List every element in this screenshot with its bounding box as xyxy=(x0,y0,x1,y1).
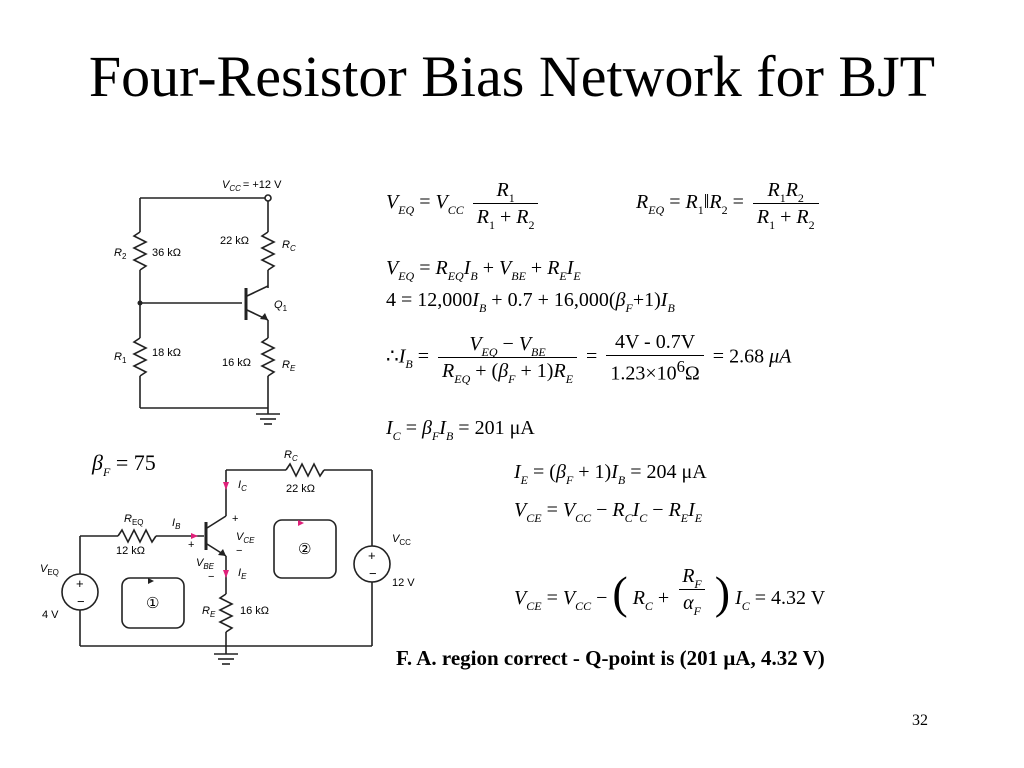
vce-label: VCE xyxy=(236,531,255,545)
ie-label: IE xyxy=(238,567,247,581)
vbe-label: VBE xyxy=(196,557,215,571)
thevenin-equivalent-schematic: + − + − RC 22 kΩ REQ 12 kΩ IB IC IE + VC… xyxy=(40,449,415,665)
loop-2-marker: ② xyxy=(298,541,311,558)
r1-value: 18 kΩ xyxy=(152,347,181,359)
equation-ib: ∴IB = VEQ − VBE REQ + (βF + 1)RE = 4V - … xyxy=(386,331,792,387)
svg-text:−: − xyxy=(208,571,214,583)
equation-veq: VEQ = VCC R1 R1 + R2 xyxy=(386,180,542,231)
re2-label: RE xyxy=(202,605,216,619)
equation-kvl: VEQ = REQIB + VBE + REIE xyxy=(386,257,581,283)
q-point-conclusion: F. A. region correct - Q-point is (201 μ… xyxy=(396,646,825,670)
rc-value: 22 kΩ xyxy=(220,235,249,247)
req-value: 12 kΩ xyxy=(116,545,145,557)
re-label: RE xyxy=(282,359,296,373)
rc2-value: 22 kΩ xyxy=(286,483,315,495)
equation-req: REQ = R1‖R2 = R1R2 R1 + R2 xyxy=(636,180,823,231)
veq-label: VEQ xyxy=(40,563,59,577)
svg-text:−: − xyxy=(236,545,242,557)
svg-text:+: + xyxy=(368,548,376,563)
veq-value: 4 V xyxy=(42,609,59,621)
svg-text:+: + xyxy=(232,513,238,525)
equation-ic: IC = βFIB = 201 μA xyxy=(386,417,535,443)
vcc2-label: VCC xyxy=(392,533,411,547)
r1-label: R1 xyxy=(114,351,127,365)
page-number: 32 xyxy=(912,712,928,729)
rc2-label: RC xyxy=(284,449,298,463)
beta-value: βF = 75 xyxy=(92,450,156,479)
re2-value: 16 kΩ xyxy=(240,605,269,617)
slide-title: Four-Resistor Bias Network for BJT xyxy=(88,44,936,109)
loop-1-marker: ① xyxy=(146,595,159,612)
r2-label: R2 xyxy=(114,247,127,261)
svg-text:−: − xyxy=(369,566,377,581)
bias-network-schematic: VCC= +12 V R2 36 kΩ R1 18 kΩ 22 kΩ RC 16… xyxy=(114,179,296,425)
ic-label: IC xyxy=(238,479,247,493)
equation-ie: IE = (βF + 1)IB = 204 μA xyxy=(514,461,707,487)
svg-text:+: + xyxy=(76,576,84,591)
equation-numeric-kvl: 4 = 12,000IB + 0.7 + 16,000(βF+1)IB xyxy=(386,289,675,315)
svg-text:−: − xyxy=(77,594,85,609)
vcc-label: VCC= +12 V xyxy=(222,179,282,193)
r2-value: 36 kΩ xyxy=(152,247,181,259)
svg-text:+: + xyxy=(188,539,194,551)
rc-label: RC xyxy=(282,239,296,253)
re-value: 16 kΩ xyxy=(222,357,251,369)
req-label: REQ xyxy=(124,513,144,527)
ib-label: IB xyxy=(172,517,181,531)
vcc2-value: 12 V xyxy=(392,577,415,589)
q1-label: Q1 xyxy=(274,299,288,313)
equation-vce: VCE = VCC − RCIC − REIE xyxy=(514,499,703,525)
